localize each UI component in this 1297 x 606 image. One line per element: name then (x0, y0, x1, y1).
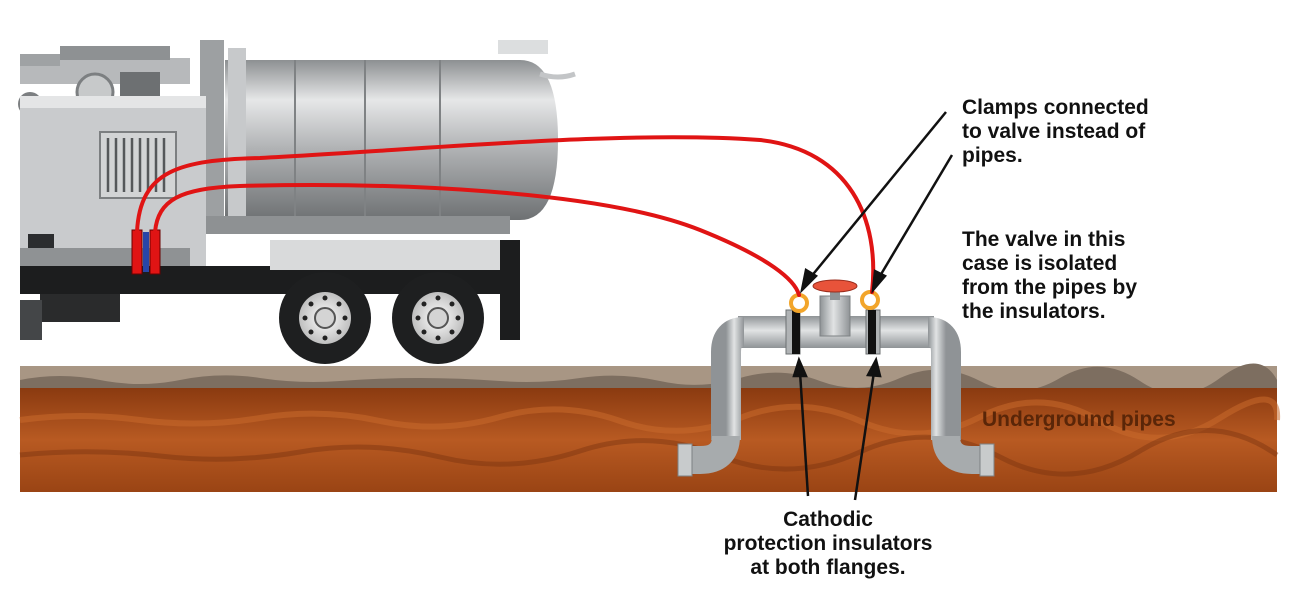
ground (19, 363, 1281, 492)
wire-upper (135, 135, 876, 294)
insul-line-3: at both flanges. (750, 556, 906, 579)
clamps-line-1: Clamps connected (962, 96, 1149, 119)
valve-callout: The valve in this case is isolated from … (962, 228, 1137, 324)
vacuum-truck (18, 40, 576, 364)
callout-arrows (792, 111, 954, 501)
insul-line-2: protection insulators (723, 532, 933, 555)
valve-line-3: from the pipes by (962, 276, 1138, 299)
soil-surface-texture (20, 363, 1277, 394)
valve-handle (812, 279, 858, 293)
insulators-callout: Cathodic protection insulators at both f… (700, 508, 956, 580)
truck-terminal-1 (131, 229, 143, 275)
soil-texture (19, 396, 1281, 441)
clamp-left-icon (789, 293, 809, 313)
insulator-right-icon (868, 310, 876, 354)
tank (225, 60, 558, 220)
clamps-line-2: to valve instead of (962, 120, 1146, 143)
wheel-rear (392, 272, 484, 364)
clamp-right-icon (860, 290, 880, 310)
truck-terminal-2 (149, 229, 161, 275)
clamps-line-3: pipes. (962, 144, 1023, 167)
clamps-callout: Clamps connected to valve instead of pip… (962, 96, 1149, 168)
bonding-wires (135, 135, 876, 297)
insul-line-1: Cathodic (783, 508, 873, 531)
valve-line-1: The valve in this (962, 228, 1126, 251)
underground-pipes-label: Underground pipes (982, 408, 1176, 431)
valve-line-4: the insulators. (962, 300, 1106, 323)
valve-line-2: case is isolated (962, 252, 1118, 275)
insulator-left-icon (792, 310, 800, 354)
wheel-front (279, 272, 371, 364)
underground-pipes (677, 279, 995, 477)
wire-lower (153, 183, 801, 297)
valve-icon (819, 295, 851, 337)
